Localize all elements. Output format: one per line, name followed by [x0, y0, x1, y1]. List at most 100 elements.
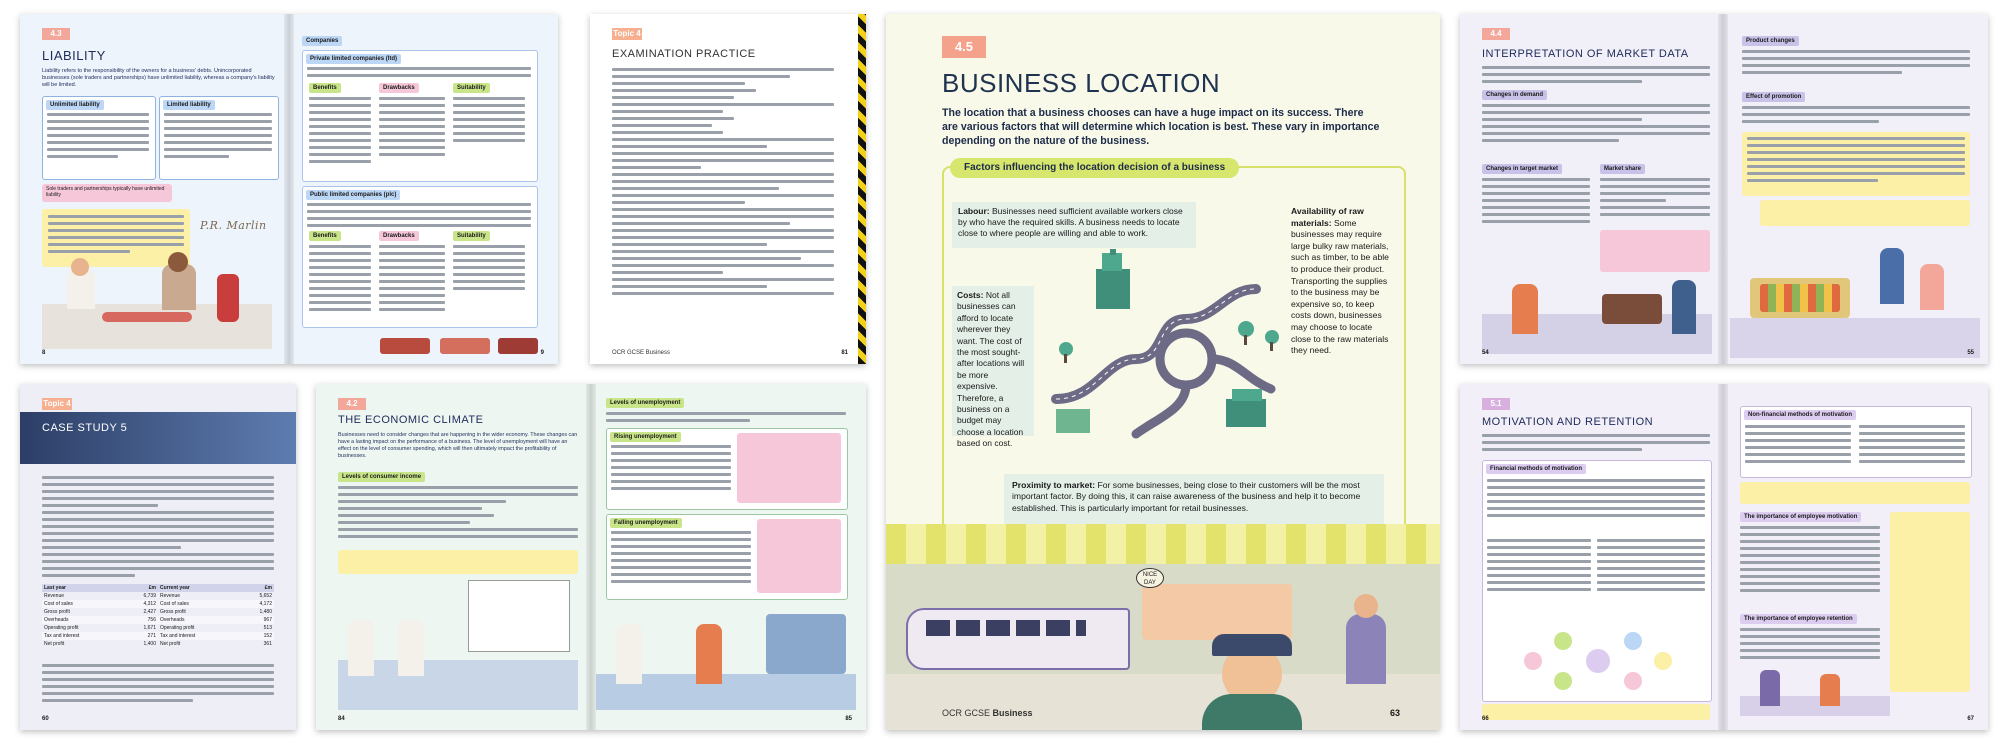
table-cell: 513	[263, 625, 272, 631]
table-cell: 152	[263, 633, 272, 639]
spread-business-location[interactable]: 4.5 BUSINESS LOCATION The location that …	[886, 14, 1440, 730]
topic-tab: Topic 4	[42, 398, 72, 410]
table-cell: 1,400	[143, 641, 156, 647]
raw-materials-label: Availability of raw materials:	[1291, 206, 1364, 228]
footer: OCR GCSE Business	[612, 350, 671, 356]
question-box-2	[1740, 482, 1970, 504]
table-cell: Gross profit	[159, 609, 186, 615]
companies-header: Companies	[302, 36, 343, 46]
gutter	[1718, 14, 1728, 364]
table-cell: 4,172	[259, 601, 272, 607]
raw-materials-text: Some businesses may require large bulky …	[1291, 217, 1389, 356]
question-box	[1482, 704, 1710, 720]
unlimited-header: Unlimited liability	[46, 100, 104, 110]
topic-tab: 4.3	[42, 28, 70, 40]
promotion-header: Effect of promotion	[1742, 92, 1806, 102]
spread-liability[interactable]: 4.3 LIABILITY Liability refers to the re…	[20, 14, 558, 364]
intro-text: Liability refers to the responsibility o…	[42, 68, 275, 88]
importance-retention-header: The importance of employee retention	[1740, 614, 1857, 624]
location-map-illustration	[1051, 249, 1279, 439]
kitchen-illustration	[596, 604, 856, 710]
rising-header: Rising unemployment	[610, 432, 681, 442]
financial-methods-box: Financial methods of motivation	[1482, 460, 1712, 702]
spread-case-study[interactable]: Topic 4 CASE STUDY 5 Last year £m Curren…	[20, 384, 296, 730]
costs-box: Costs: Not all businesses can afford to …	[952, 286, 1034, 448]
gutter	[284, 14, 294, 364]
product-changes-header: Product changes	[1742, 36, 1799, 46]
market-share-header: Market share	[1600, 164, 1646, 174]
nice-day-sign: NICE DAY	[1136, 568, 1164, 588]
topic-tab: 5.1	[1482, 398, 1510, 410]
table-cell: Net profit	[159, 641, 181, 647]
table-cell: Operating profit	[44, 625, 79, 631]
shop-sign: P.R. Marlin	[200, 219, 267, 232]
question-box	[1760, 200, 1970, 226]
falling-header: Falling unemployment	[610, 518, 682, 528]
page-title: THE ECONOMIC CLIMATE	[338, 414, 484, 426]
limited-box: Limited liability	[159, 96, 279, 180]
intro-text: The location that a business chooses can…	[942, 107, 1380, 147]
office-illustration	[1740, 666, 1890, 716]
public-suitability: Suitability	[453, 231, 490, 241]
page-title: INTERPRETATION OF MARKET DATA	[1482, 48, 1689, 60]
unemployment-header: Levels of unemployment	[606, 398, 685, 408]
hazard-stripe	[858, 14, 866, 364]
page-title: CASE STUDY 5	[42, 422, 128, 434]
spread-exam-practice[interactable]: Topic 4 EXAMINATION PRACTICE OCR GCSE Bu…	[590, 14, 866, 364]
table-cell: 271	[147, 633, 156, 639]
table-header: Last year	[44, 585, 66, 591]
labour-label: Labour:	[958, 206, 990, 216]
side-question-box	[1890, 512, 1970, 692]
private-benefits: Benefits	[309, 83, 341, 93]
private-drawbacks: Drawbacks	[379, 83, 419, 93]
table-header: £m	[264, 585, 272, 591]
changes-target-header: Changes in target market	[1482, 164, 1563, 174]
unlimited-box: Unlimited liability	[42, 96, 156, 180]
table-cell: 2,427	[143, 609, 156, 615]
consumer-income-header: Levels of consumer income	[338, 472, 426, 482]
proximity-label: Proximity to market:	[1012, 480, 1096, 490]
topic-tab: 4.5	[942, 36, 986, 58]
gutter	[586, 384, 596, 730]
cafe-illustration	[1730, 228, 1980, 358]
topic-tab: 4.4	[1482, 28, 1510, 40]
question-box	[338, 550, 578, 574]
header-photo	[20, 412, 296, 464]
public-plc-box: Public limited companies (plc) Benefits …	[302, 186, 538, 328]
non-financial-header: Non-financial methods of motivation	[1744, 410, 1857, 420]
table-cell: Revenue	[44, 593, 65, 599]
page-number-left: 8	[42, 350, 46, 356]
table-cell: Overheads	[44, 617, 69, 623]
public-header: Public limited companies (plc)	[306, 190, 401, 200]
accidental-innovation-box	[1600, 230, 1710, 272]
bakery-illustration	[1482, 274, 1712, 354]
labour-text: Businesses need sufficient available wor…	[958, 206, 1183, 238]
labour-box: Labour: Businesses need sufficient avail…	[952, 202, 1196, 248]
spread-motivation[interactable]: 5.1 MOTIVATION AND RETENTION Financial m…	[1460, 384, 1988, 730]
page-number: 81	[841, 350, 848, 356]
table-cell: 756	[147, 617, 156, 623]
private-header: Private limited companies (ltd)	[306, 54, 402, 64]
page-number-right: 85	[845, 716, 852, 722]
table-cell: Tax and interest	[44, 633, 80, 639]
spread-market-data[interactable]: 4.4 INTERPRETATION OF MARKET DATA Change…	[1460, 14, 1988, 364]
gutter	[1718, 384, 1728, 730]
financial-header: Financial methods of motivation	[1486, 464, 1587, 474]
table-header: Current year	[159, 585, 190, 591]
spread-economic-climate[interactable]: 4.2 THE ECONOMIC CLIMATE Businesses need…	[316, 384, 866, 730]
page-number: 63	[1389, 708, 1400, 718]
raw-materials-box: Availability of raw materials: Some busi…	[1286, 202, 1396, 398]
rising-box: Rising unemployment	[606, 428, 848, 510]
page-number-right: 9	[540, 350, 544, 356]
factors-header: Factors influencing the location decisio…	[950, 158, 1240, 178]
example-box	[1742, 132, 1970, 196]
public-benefits: Benefits	[309, 231, 341, 241]
limited-header: Limited liability	[163, 100, 215, 110]
topic-tab: 4.2	[338, 398, 366, 410]
costs-label: Costs:	[957, 290, 984, 300]
